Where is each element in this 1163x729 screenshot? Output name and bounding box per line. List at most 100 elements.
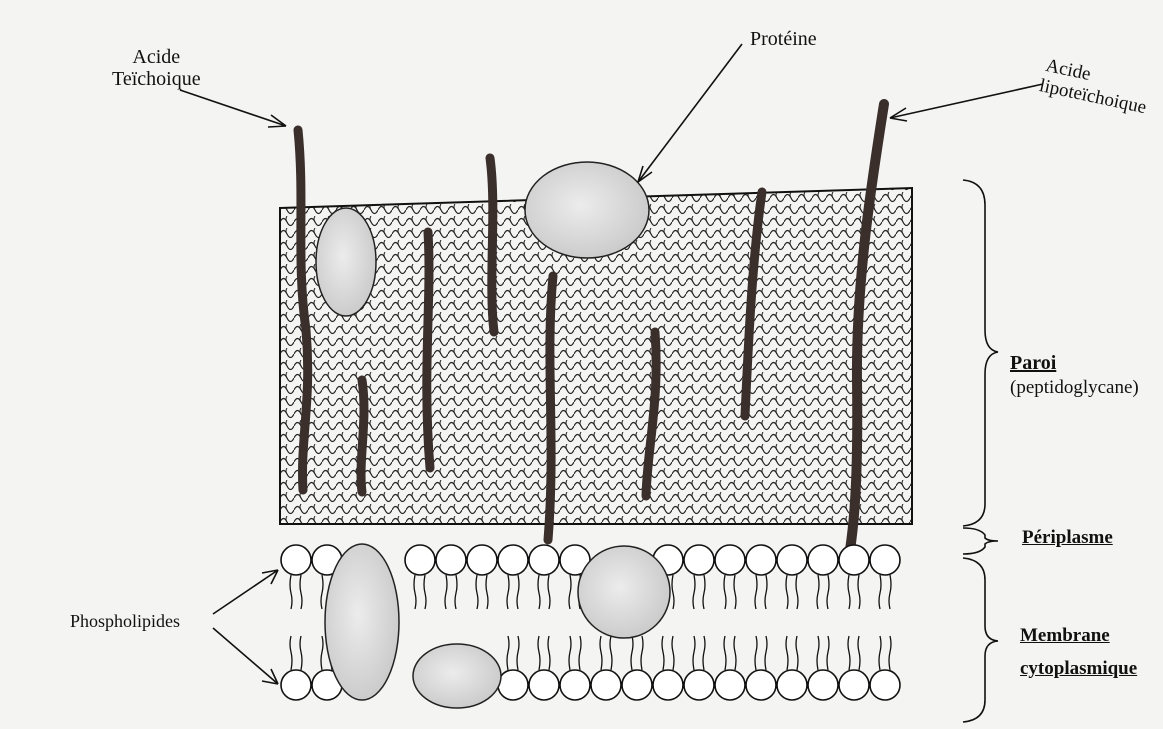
phospholipid-head-top — [467, 545, 497, 575]
lipid-tail-bottom — [817, 636, 819, 670]
phospholipid-head-top — [529, 545, 559, 575]
lipid-tail-bottom — [610, 636, 612, 670]
lipid-tail-top — [827, 575, 829, 609]
lipid-tail-bottom — [641, 636, 643, 670]
lipid-tail-bottom — [321, 636, 323, 670]
lipid-tail-bottom — [786, 636, 788, 670]
phospholipid-head-bottom — [808, 670, 838, 700]
phospholipid-head-top — [715, 545, 745, 575]
lipid-tail-bottom — [579, 636, 581, 670]
phospholipid-head-bottom — [281, 670, 311, 700]
phospholipid-head-bottom — [622, 670, 652, 700]
lipid-tail-bottom — [538, 636, 540, 670]
label-teichoic-acid: Acide Teïchoique — [112, 46, 201, 90]
lipid-tail-bottom — [693, 636, 695, 670]
lipid-tail-top — [889, 575, 891, 609]
phospholipid-head-top — [498, 545, 528, 575]
lipid-tail-bottom — [765, 636, 767, 670]
transmembrane-protein — [325, 544, 399, 700]
lipid-tail-top — [414, 575, 416, 609]
brace-membrane — [963, 558, 998, 722]
lipid-tail-top — [796, 575, 798, 609]
lipid-tail-bottom — [703, 636, 705, 670]
lipid-tail-top — [703, 575, 705, 609]
phospholipid-head-top — [684, 545, 714, 575]
lipid-tail-top — [517, 575, 519, 609]
lipid-tail-bottom — [600, 636, 602, 670]
lipid-tail-top — [538, 575, 540, 609]
lipid-tail-top — [765, 575, 767, 609]
brace-periplasm — [963, 528, 998, 554]
lipid-tail-top — [507, 575, 509, 609]
lipid-tail-bottom — [548, 636, 550, 670]
lipid-tail-bottom — [662, 636, 664, 670]
phospholipid-head-top — [746, 545, 776, 575]
lipid-tail-top — [424, 575, 426, 609]
lipid-tail-top — [693, 575, 695, 609]
phospholipid-head-bottom — [715, 670, 745, 700]
lipid-tail-top — [290, 575, 292, 609]
phospholipid-head-bottom — [839, 670, 869, 700]
lipid-tail-top — [548, 575, 550, 609]
phospholipid-head-bottom — [684, 670, 714, 700]
arrow-lipoteichoic — [890, 84, 1043, 118]
lipid-tail-bottom — [672, 636, 674, 670]
lipid-tail-top — [879, 575, 881, 609]
lipid-tail-top — [848, 575, 850, 609]
surface-protein — [525, 162, 649, 258]
lipid-tail-bottom — [507, 636, 509, 670]
phospholipid-head-top — [281, 545, 311, 575]
lipid-tail-top — [321, 575, 323, 609]
phospholipid-head-bottom — [498, 670, 528, 700]
phospholipid-head-bottom — [777, 670, 807, 700]
lipid-tail-top — [755, 575, 757, 609]
phospholipid-head-top — [436, 545, 466, 575]
label-membrane-line-2: cytoplasmique — [1020, 659, 1137, 680]
lipid-tail-top — [300, 575, 302, 609]
label-periplasm: Périplasme — [1022, 528, 1113, 549]
lipid-tail-bottom — [290, 636, 292, 670]
lipid-tail-top — [724, 575, 726, 609]
lipid-tail-bottom — [858, 636, 860, 670]
lipid-tail-bottom — [827, 636, 829, 670]
teichoic-strand-2 — [361, 380, 364, 492]
phospholipid-head-bottom — [653, 670, 683, 700]
arrow-teichoic — [180, 90, 286, 126]
phospholipid-head-top — [777, 545, 807, 575]
phospholipid-head-top — [808, 545, 838, 575]
lipid-tail-bottom — [569, 636, 571, 670]
teichoic-strand-3 — [427, 232, 430, 468]
phospholipid-head-bottom — [529, 670, 559, 700]
label-phospholipids: Phospholipides — [70, 612, 180, 632]
brace-wall — [963, 180, 998, 526]
lipid-tail-bottom — [631, 636, 633, 670]
arrow-phospholipid-bottom — [213, 628, 278, 684]
teichoic-strand-4 — [490, 158, 494, 332]
label-membrane: Membrane cytoplasmique — [1020, 626, 1137, 680]
label-protein: Protéine — [750, 28, 817, 50]
lipid-tail-bottom — [796, 636, 798, 670]
lipid-tail-top — [455, 575, 457, 609]
peripheral-protein-bottom — [413, 644, 501, 708]
label-wall-subtitle: (peptidoglycane) — [1010, 378, 1139, 399]
label-teichoic-line-2: Teïchoique — [112, 68, 201, 90]
arrow-protein — [638, 44, 742, 182]
lipid-tail-bottom — [755, 636, 757, 670]
lipid-tail-top — [858, 575, 860, 609]
lipid-tail-top — [786, 575, 788, 609]
lipid-tail-top — [734, 575, 736, 609]
phospholipid-head-bottom — [746, 670, 776, 700]
lipid-tail-bottom — [879, 636, 881, 670]
membrane-protein-top — [578, 546, 670, 638]
label-wall: Paroi — [1010, 352, 1056, 374]
lipid-tail-top — [569, 575, 571, 609]
lipid-tail-bottom — [889, 636, 891, 670]
label-membrane-line-1: Membrane — [1020, 626, 1137, 647]
lipid-tail-bottom — [724, 636, 726, 670]
lipid-tail-bottom — [734, 636, 736, 670]
phospholipid-head-top — [839, 545, 869, 575]
lipid-tail-bottom — [517, 636, 519, 670]
teichoic-strand-5 — [548, 276, 553, 540]
phospholipid-head-top — [405, 545, 435, 575]
